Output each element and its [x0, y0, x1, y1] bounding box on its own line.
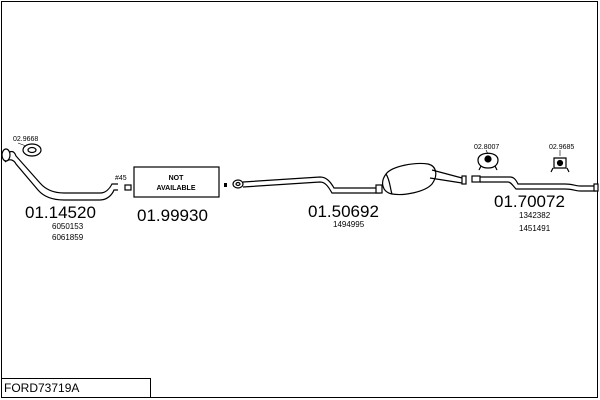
front-gasket-label: 02.9668 [13, 136, 38, 143]
rear-hanger-icon[interactable] [550, 157, 570, 173]
rear-pipe-ref-1: 1342382 [519, 211, 551, 220]
not-available-line-2: AVAILABLE [156, 185, 195, 192]
not-available-line-1: NOT [169, 175, 185, 182]
center-silencer-number: 01.50692 [308, 202, 379, 221]
middle-section-number: 01.99930 [137, 206, 208, 225]
rear-pipe-number: 01.70072 [494, 192, 565, 211]
center-silencer-ref-1: 1494995 [333, 220, 365, 229]
not-available-box[interactable] [133, 166, 220, 198]
rear-clamp-icon[interactable] [477, 152, 499, 171]
rear-clamp-label: 02.8007 [474, 144, 499, 151]
rear-hanger-label: 02.9685 [549, 144, 574, 151]
front-pipe-drawing[interactable] [1, 148, 132, 201]
front-accessory-label: #45 [115, 175, 127, 182]
middle-joint-marker [224, 183, 227, 187]
rear-pipe-ref-2: 1451491 [519, 224, 551, 233]
front-pipe-ref-1: 6050153 [52, 222, 84, 231]
rear-pipe-drawing[interactable] [471, 175, 599, 192]
front-pipe-number: 01.14520 [25, 203, 96, 222]
diagram-code-box: FORD73719A [1, 378, 151, 398]
center-silencer-drawing[interactable] [232, 162, 467, 196]
front-gasket-icon[interactable] [22, 143, 42, 157]
front-pipe-ref-2: 6061859 [52, 233, 84, 242]
diagram-code: FORD73719A [4, 381, 80, 395]
rear-clamp-leader [485, 149, 489, 155]
front-gasket-leader [17, 142, 27, 147]
